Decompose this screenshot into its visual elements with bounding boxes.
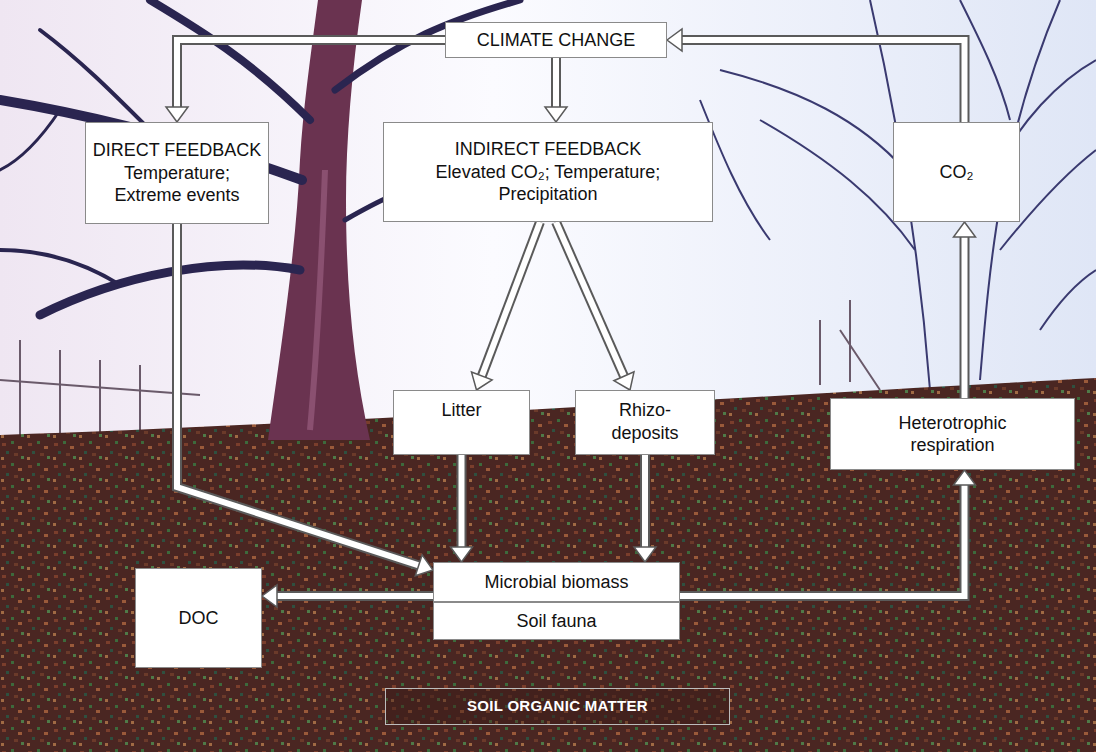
microbial-biomass-box: Microbial biomass — [433, 562, 680, 602]
box-label: Litter — [441, 399, 481, 422]
arrow-fill — [277, 593, 433, 599]
box-heading: INDIRECT FEEDBACK — [455, 138, 642, 161]
arrow-fill — [556, 222, 624, 376]
litter-box: Litter — [393, 390, 530, 455]
climate-change-box: CLIMATE CHANGE — [445, 22, 667, 58]
arrow-head — [262, 585, 277, 607]
box-label: Microbial biomass — [484, 571, 628, 594]
arrow-outline — [556, 222, 624, 376]
rhizodeposits-box: Rhizo- deposits — [575, 390, 715, 455]
hollow-arrow — [667, 29, 965, 122]
soil-organic-matter-band: SOIL ORGANIC MATTER — [385, 688, 730, 725]
hollow-arrow — [262, 585, 433, 607]
arrow-head — [634, 547, 656, 562]
arrow-head — [451, 547, 473, 562]
box-label: DOC — [179, 607, 219, 630]
arrow-fill — [682, 40, 965, 122]
arrow-head — [472, 372, 493, 390]
arrow-head — [667, 29, 682, 51]
hollow-arrow — [166, 40, 445, 122]
box-label: Rhizo- deposits — [605, 399, 685, 444]
direct-feedback-box: DIRECT FEEDBACKTemperature; Extreme even… — [85, 122, 269, 224]
soil-fauna-box: Soil fauna — [433, 602, 680, 640]
right-tree-branches — [700, 0, 1096, 390]
arrow-fill — [482, 222, 540, 376]
co2-box: CO₂ — [893, 122, 1020, 222]
arrow-outline — [177, 224, 419, 565]
arrow-outline — [457, 455, 467, 547]
arrow-fill — [962, 237, 968, 398]
respiration-box: Heterotrophic respiration — [830, 398, 1075, 470]
arrow-outline — [277, 591, 433, 601]
doc-box: DOC — [135, 568, 262, 668]
arrow-head — [166, 107, 188, 122]
indirect-feedback-box: INDIRECT FEEDBACKElevated CO₂; Temperatu… — [383, 122, 713, 222]
arrow-outline — [482, 222, 540, 376]
arrow-fill — [642, 455, 648, 547]
box-label: CO₂ — [940, 161, 974, 184]
arrow-fill — [680, 485, 965, 596]
arrow-head — [954, 222, 976, 237]
arrow-head — [614, 372, 634, 390]
arrow-head — [545, 107, 567, 122]
arrow-fill — [553, 58, 559, 107]
box-label: CLIMATE CHANGE — [477, 29, 636, 52]
hollow-arrow — [545, 58, 567, 122]
arrow-head — [954, 470, 976, 485]
hollow-arrow — [472, 222, 541, 390]
box-label: Elevated CO₂; Temperature; Precipitation — [398, 161, 698, 206]
arrow-outline — [551, 58, 561, 107]
arrow-outline — [680, 485, 965, 596]
tree-trunk — [268, 0, 370, 440]
trunk-highlight — [310, 170, 325, 430]
box-label: Soil fauna — [516, 610, 596, 633]
arrow-fill — [459, 455, 465, 547]
soil-ground — [0, 378, 1096, 752]
arrow-outline — [640, 455, 650, 547]
hollow-arrow — [680, 470, 976, 596]
hollow-arrow — [634, 455, 656, 562]
arrow-outline — [960, 237, 970, 398]
hollow-arrow — [556, 222, 634, 390]
box-label: SOIL ORGANIC MATTER — [467, 697, 648, 716]
box-label: Temperature; Extreme events — [92, 162, 262, 207]
arrow-fill — [177, 40, 445, 107]
box-label: Heterotrophic respiration — [873, 412, 1033, 457]
arrow-fill — [177, 224, 419, 565]
hollow-arrow — [451, 455, 473, 562]
arrow-outline — [177, 40, 445, 107]
box-heading: DIRECT FEEDBACK — [93, 139, 262, 162]
arrow-head — [415, 555, 433, 576]
hollow-arrow — [954, 222, 976, 398]
arrow-outline — [682, 40, 965, 122]
